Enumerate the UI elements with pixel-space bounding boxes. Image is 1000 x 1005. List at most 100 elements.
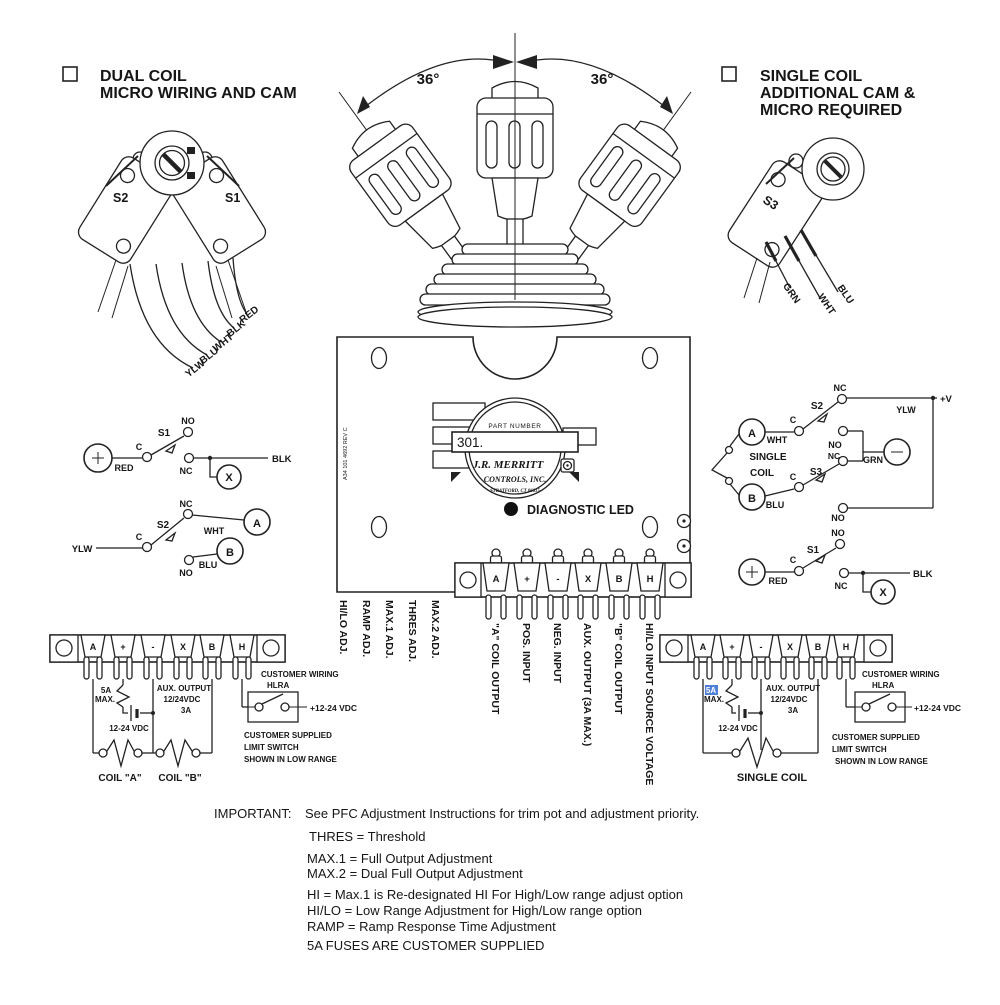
single-coil-checkbox[interactable] xyxy=(721,66,737,82)
svg-text:AUX. OUTPUT: AUX. OUTPUT xyxy=(766,684,820,693)
plus-v-label: +V xyxy=(940,394,953,405)
terminal-a: A xyxy=(493,574,500,585)
part-number-box xyxy=(451,431,579,453)
lamp-x-icon xyxy=(870,579,896,605)
coil-b-label: COIL "B" xyxy=(158,773,201,784)
micro-switch-s3 xyxy=(727,160,825,268)
terminal-x: X xyxy=(585,574,592,585)
note-line: HI = Max.1 is Re-designated HI For High/… xyxy=(307,887,683,902)
svg-text:12-24 VDC: 12-24 VDC xyxy=(109,724,149,733)
label-s1: S1 xyxy=(225,191,240,205)
svg-text:CUSTOMER SUPPLIED: CUSTOMER SUPPLIED xyxy=(244,731,332,740)
svg-text:X: X xyxy=(180,642,186,652)
svg-text:C: C xyxy=(790,555,797,565)
label-s2: S2 xyxy=(113,191,128,205)
diagnostic-led-icon xyxy=(504,502,518,516)
company-name2: CONTROLS, INC. xyxy=(484,475,546,484)
contact-nc: NC xyxy=(180,466,193,476)
cam-clip xyxy=(187,147,195,154)
svg-text:AUX. OUTPUT: AUX. OUTPUT xyxy=(157,684,211,693)
svg-text:-: - xyxy=(152,642,155,652)
circuit-single-coil: A B SINGLE COIL WHT C S2 NC +V YLW NO GR… xyxy=(710,383,953,523)
left-block-wiring xyxy=(92,679,307,769)
dual-coil-checkbox[interactable] xyxy=(62,66,78,82)
svg-text:BLK: BLK xyxy=(913,569,933,580)
fuse-icon xyxy=(115,684,131,708)
header-left: DUAL COIL MICRO WIRING AND CAM xyxy=(62,66,297,102)
single-coil-subtitle2: MICRO REQUIRED xyxy=(760,102,902,119)
label-s3: S3 xyxy=(810,467,823,478)
cam-right xyxy=(801,137,865,201)
adj-label: RAMP ADJ. xyxy=(360,600,372,657)
mounting-hole xyxy=(370,346,388,370)
svg-text:YLW: YLW xyxy=(896,405,916,415)
joystick: 36° 36° xyxy=(335,33,695,328)
svg-text:3A: 3A xyxy=(181,706,191,715)
svg-text:MAX.: MAX. xyxy=(95,695,115,704)
arrowhead xyxy=(516,55,537,69)
svg-text:-: - xyxy=(760,642,763,652)
part-number-label: PART NUMBER 301. J.R. MERRITT CONTROLS, … xyxy=(451,397,579,499)
svg-text:H: H xyxy=(239,642,246,652)
arrowhead xyxy=(493,55,514,69)
svg-text:HLRA: HLRA xyxy=(267,681,289,690)
single-coil-word1: SINGLE xyxy=(749,452,787,463)
note-line: MAX.2 = Dual Full Output Adjustment xyxy=(307,866,523,881)
single-coil-title: SINGLE COIL xyxy=(760,68,862,85)
svg-text:B: B xyxy=(209,642,216,652)
label-s2: S2 xyxy=(157,520,170,531)
single-coil-word2: COIL xyxy=(750,468,774,479)
note-line: See PFC Adjustment Instructions for trim… xyxy=(305,806,699,821)
angle-arc-left xyxy=(365,58,494,107)
fuse-rating: 5A xyxy=(101,686,111,695)
terminal-b: B xyxy=(616,574,623,585)
wire-label-grn: GRN xyxy=(780,281,802,306)
svg-text:BLU: BLU xyxy=(766,500,785,510)
svg-text:B: B xyxy=(748,493,756,505)
port-label: AUX. OUTPUT (3A MAX.) xyxy=(581,623,593,746)
svg-text:NO: NO xyxy=(828,440,842,450)
svg-text:CUSTOMER WIRING: CUSTOMER WIRING xyxy=(862,670,940,679)
adj-label: MAX.1 ADJ. xyxy=(383,600,395,659)
center-terminal-block: A + - X B H HI/LO ADJ. RAMP ADJ. MAX.1 A… xyxy=(337,548,692,785)
controller-board: A34 101 4692 REV C PART NUMBER 301. J.R.… xyxy=(336,336,692,593)
wire-wht: WHT xyxy=(204,526,225,536)
wire-ylw: YLW xyxy=(72,544,93,555)
circuit-left-s2: YLW C S2 NC WHT A NO BLU B xyxy=(72,499,271,578)
wire-label-wht: WHT xyxy=(815,292,837,317)
fuse-rating-highlight xyxy=(705,685,718,695)
port-label: "B" COIL OUTPUT xyxy=(612,623,624,715)
mounting-hole xyxy=(641,346,659,370)
svg-text:RED: RED xyxy=(768,576,788,586)
svg-text:WHT: WHT xyxy=(767,435,788,445)
fuse-icon xyxy=(724,684,740,708)
coil-a-label: COIL "A" xyxy=(98,773,141,784)
lamp-x-label: X xyxy=(225,472,233,484)
company-name: J.R. MERRITT xyxy=(472,459,545,471)
svg-text:12/24VDC: 12/24VDC xyxy=(164,695,201,704)
port-label: HI/LO INPUT SOURCE VOLTAGE xyxy=(643,623,655,785)
wire-blu: BLU xyxy=(199,560,218,570)
s1-lever xyxy=(206,155,240,187)
svg-text:CUSTOMER SUPPLIED: CUSTOMER SUPPLIED xyxy=(832,733,920,742)
note-line: RAMP = Ramp Response Time Adjustment xyxy=(307,919,556,934)
coil-a-terminal xyxy=(243,508,271,536)
svg-text:LIMIT SWITCH: LIMIT SWITCH xyxy=(832,745,887,754)
header-right: SINGLE COIL ADDITIONAL CAM & MICRO REQUI… xyxy=(721,66,916,119)
wire-blk: BLK xyxy=(272,454,292,465)
left-cable-bundle: RED BLK WHT BLU YLW xyxy=(129,257,261,380)
board-rev-text: A34 101 4692 REV C xyxy=(343,427,349,480)
svg-text:C: C xyxy=(790,472,797,482)
port-label: POS. INPUT xyxy=(520,623,532,683)
mounting-hole xyxy=(641,515,659,539)
svg-text:X: X xyxy=(879,587,887,599)
right-micro-assembly: S3 GRN WHT BLU xyxy=(727,137,865,317)
contact-c: C xyxy=(136,532,143,542)
cam-screw-slot xyxy=(161,152,183,174)
svg-text:3A: 3A xyxy=(788,706,798,715)
contact-nc: NC xyxy=(180,499,193,509)
svg-text:HLRA: HLRA xyxy=(872,681,894,690)
svg-text:+12-24 VDC: +12-24 VDC xyxy=(914,703,961,713)
single-coil-label: SINGLE COIL xyxy=(737,772,808,784)
note-line: THRES = Threshold xyxy=(309,829,425,844)
